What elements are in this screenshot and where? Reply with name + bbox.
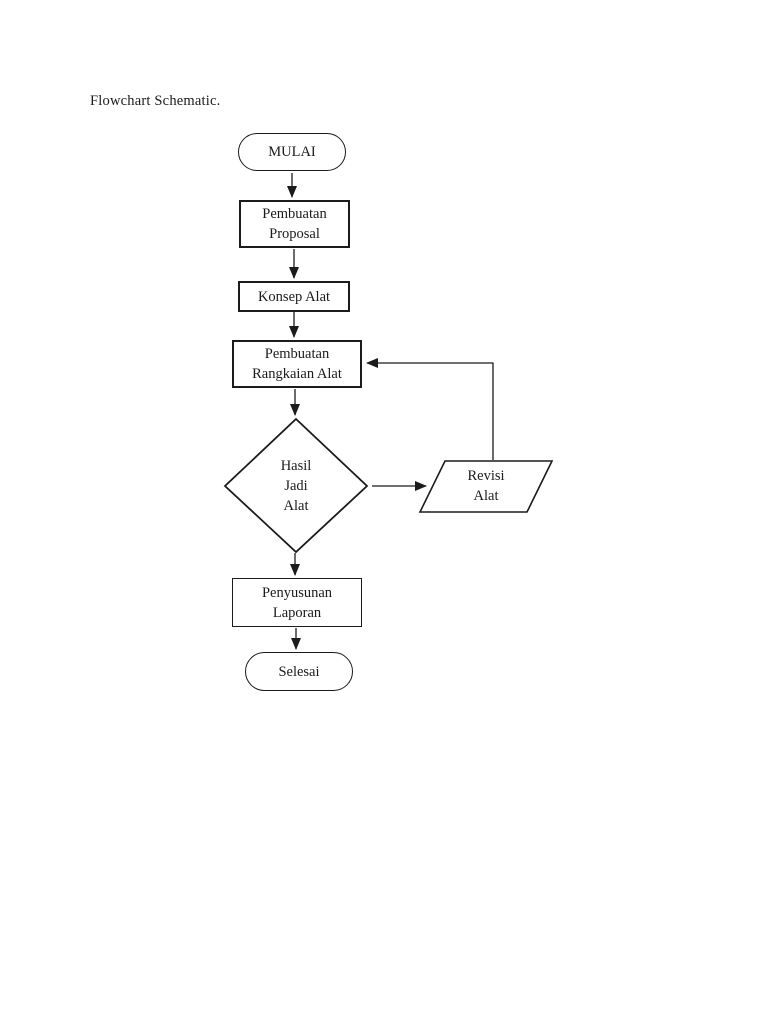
flow-node-end-label: Selesai (278, 663, 320, 680)
page-title: Flowchart Schematic. (90, 93, 221, 109)
flow-node-pembuatan-proposal-line1: Pembuatan (262, 206, 327, 222)
flow-node-hasil-jadi-alat-line1: Hasil (280, 458, 312, 474)
flow-node-hasil-jadi-alat: Hasil Jadi Alat (246, 456, 346, 516)
flow-node-revisi-alat-line1: Revisi (467, 468, 505, 484)
flow-node-end: Selesai (245, 652, 353, 691)
flow-node-penyusunan-laporan-line2: Laporan (272, 604, 322, 621)
flow-node-pembuatan-proposal-line2: Proposal (269, 226, 320, 242)
flow-node-pembuatan-rangkaian-alat: Pembuatan Rangkaian Alat (232, 340, 362, 388)
flow-node-konsep-alat: Konsep Alat (238, 281, 350, 312)
io-parallelogram-shape (418, 460, 554, 513)
flow-node-start: MULAI (238, 133, 346, 171)
flow-node-hasil-jadi-alat-line3: Alat (283, 498, 309, 514)
connector-revisi-to-rangkaian-feedback (366, 358, 494, 460)
flow-node-pembuatan-rangkaian-alat-line2: Rangkaian Alat (252, 366, 342, 382)
flow-node-start-label: MULAI (268, 144, 316, 160)
flow-node-penyusunan-laporan: Penyusunan Laporan (232, 578, 362, 627)
flow-node-revisi-alat: Revisi Alat (436, 466, 536, 506)
flow-node-penyusunan-laporan-line1: Penyusunan (261, 584, 333, 601)
decision-diamond-shape (223, 417, 369, 554)
flow-node-hasil-jadi-alat-line2: Jadi (284, 478, 308, 494)
flow-node-pembuatan-rangkaian-alat-line1: Pembuatan (264, 346, 330, 362)
flow-node-revisi-alat-line2: Alat (473, 488, 499, 504)
flow-node-pembuatan-proposal: Pembuatan Proposal (239, 200, 350, 248)
flow-node-konsep-alat-label: Konsep Alat (257, 288, 331, 305)
